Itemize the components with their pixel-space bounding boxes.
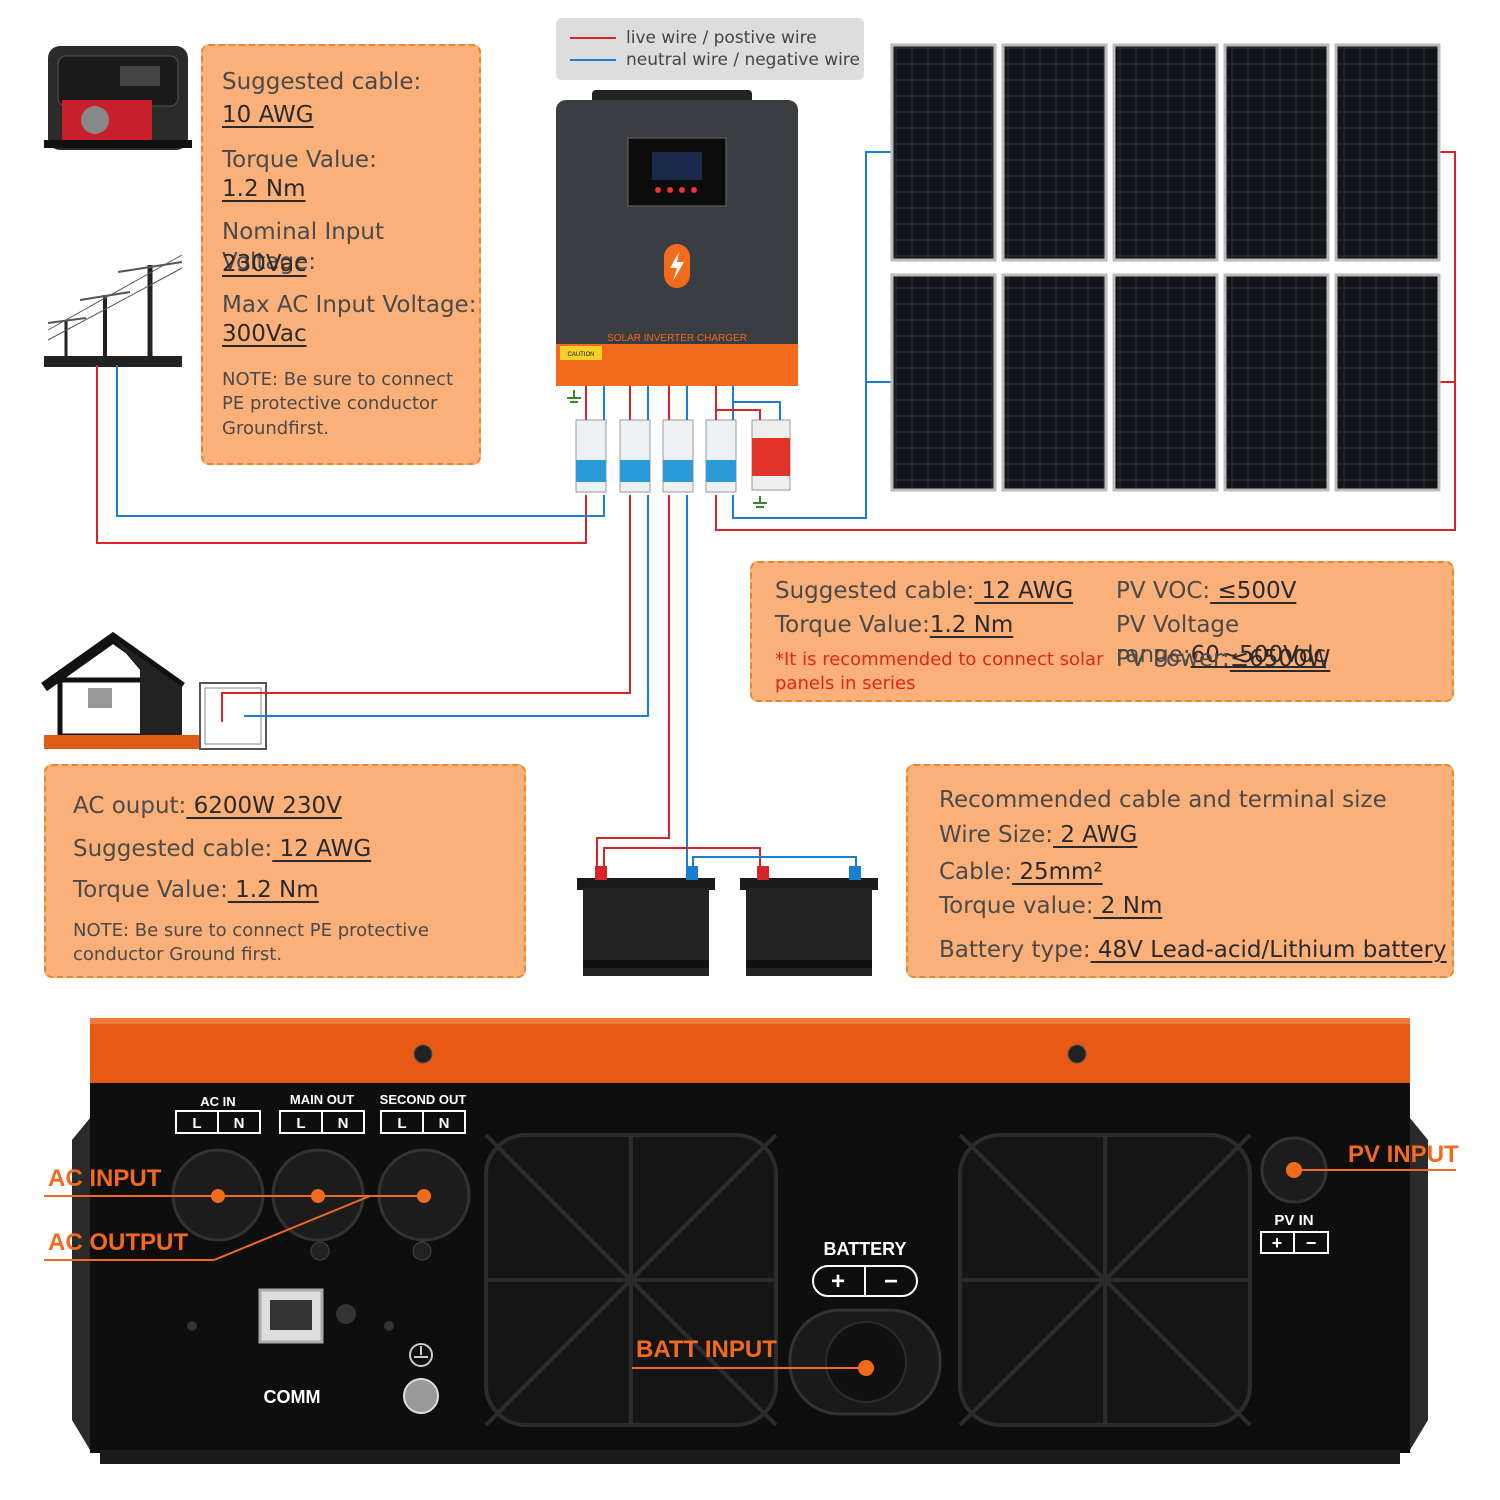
wire-size-value: 2 AWG — [1053, 822, 1138, 848]
ac-output-spec-box: AC ouput: 6200W 230V Suggested cable: 12… — [44, 764, 526, 978]
nominal-voltage-label: Nominal Input Voltage: — [222, 219, 384, 275]
inverter-front — [556, 90, 798, 386]
pv-spec-box: Suggested cable: 12 AWG Torque Value:1.2… — [750, 561, 1454, 702]
ac-input-cable-label: Suggested cable: — [222, 69, 422, 95]
caution-label: CAUTION — [568, 352, 595, 358]
callout-ac-output: AC OUTPUT — [48, 1229, 188, 1256]
utility-grid-icon — [44, 254, 183, 367]
comm-label: COMM — [264, 1387, 321, 1407]
max-voltage-label: Max AC Input Voltage: — [222, 292, 477, 318]
battery-torque-label: Torque value: — [939, 893, 1094, 919]
battery-type-label: Battery type: — [939, 937, 1091, 963]
battery-icon — [740, 866, 878, 976]
ac-in-n-label: N — [234, 1115, 245, 1132]
battery-plus-icon: + — [831, 1268, 845, 1295]
comm-port — [258, 1288, 324, 1344]
neutral-wire-swatch — [570, 59, 616, 61]
ac-output-label: AC ouput: — [73, 793, 187, 819]
ac-input-note: NOTE: Be sure to connect PE protective c… — [222, 369, 454, 439]
callout-batt-input: BATT INPUT — [636, 1336, 777, 1363]
battery-box-title: Recommended cable and terminal size — [939, 787, 1387, 813]
second-out-n-label: N — [439, 1115, 450, 1132]
ac-output-cable-label: Suggested cable: — [73, 836, 273, 862]
generator-icon — [44, 46, 192, 150]
ac-output-torque-label: Torque Value: — [73, 877, 228, 903]
pv-in-label: PV IN — [1274, 1212, 1313, 1229]
battery-minus-icon: − — [884, 1268, 898, 1295]
ground-icon — [409, 1343, 433, 1367]
wiring-diagram: SOLAR INVERTER CHARGER CAUTION — [41, 43, 1456, 976]
solar-panel-array — [890, 43, 1441, 492]
pv-voc-label: PV VOC: — [1116, 578, 1211, 604]
battery-cable-value: 25mm² — [1012, 859, 1103, 885]
legend-live-label: live wire / postive wire — [626, 28, 817, 48]
ac-input-spec-box: Suggested cable: 10 AWG Torque Value: 1.… — [201, 44, 481, 465]
callout-ac-input: AC INPUT — [48, 1165, 162, 1192]
pv-range-label: PV Voltage range: — [1116, 612, 1240, 668]
battery-spec-box: Recommended cable and terminal size Wire… — [906, 764, 1454, 978]
pv-power-value: ≤6500W — [1229, 646, 1331, 672]
main-out-n-label: N — [338, 1115, 349, 1132]
pv-cable-value: 12 AWG — [974, 578, 1074, 604]
ac-output-torque-value: 1.2 Nm — [227, 877, 319, 903]
ac-input-torque-value: 1.2 Nm — [222, 176, 306, 202]
pv-series-note: *It is recommended to connect solar pane… — [775, 649, 1104, 695]
pv-power-label: PV Power: — [1116, 646, 1230, 672]
pv-torque-value: 1.2 Nm — [929, 612, 1014, 638]
wire-size-label: Wire Size: — [939, 822, 1054, 848]
second-out-label: SECOND OUT — [380, 1092, 467, 1107]
main-out-l-label: L — [296, 1115, 305, 1132]
inverter-front-label: SOLAR INVERTER CHARGER — [607, 333, 747, 344]
pv-voc-value: ≤500V — [1210, 578, 1297, 604]
battery-cable-label: Cable: — [939, 859, 1013, 885]
second-out-l-label: L — [397, 1115, 406, 1132]
pv-torque-label: Torque Value: — [775, 612, 930, 638]
ac-output-note: NOTE: Be sure to connect PE protective c… — [73, 920, 429, 966]
ground-symbol-icon — [567, 390, 767, 508]
battery-type-value: 48V Lead-acid/Lithium battery — [1090, 937, 1447, 963]
battery-icon — [577, 866, 715, 976]
pv-minus-icon: − — [1306, 1233, 1317, 1253]
ac-output-value: 6200W 230V — [186, 793, 342, 819]
house-icon — [41, 631, 267, 750]
max-voltage-value: 300Vac — [222, 321, 307, 347]
callout-pv-input: PV INPUT — [1348, 1141, 1459, 1168]
live-wire-swatch — [570, 37, 616, 39]
circuit-breakers — [575, 419, 791, 493]
pv-cable-label: Suggested cable: — [775, 578, 975, 604]
main-out-label: MAIN OUT — [290, 1092, 354, 1107]
ac-input-cable-value: 10 AWG — [222, 102, 314, 128]
pv-range-value: 60~500Vdc — [1190, 641, 1327, 668]
ac-in-label: AC IN — [200, 1094, 235, 1109]
battery-torque-value: 2 Nm — [1093, 893, 1163, 919]
nominal-voltage-value: 230Vac — [222, 251, 307, 277]
ac-in-l-label: L — [192, 1115, 201, 1132]
wire-legend: live wire / postive wire neutral wire / … — [556, 18, 864, 80]
ac-output-cable-value: 12 AWG — [272, 836, 372, 862]
legend-neutral-label: neutral wire / negative wire — [626, 50, 860, 70]
battery-label: BATTERY — [824, 1239, 907, 1259]
ac-input-torque-label: Torque Value: — [222, 147, 377, 173]
pv-plus-icon: + — [1272, 1233, 1283, 1253]
